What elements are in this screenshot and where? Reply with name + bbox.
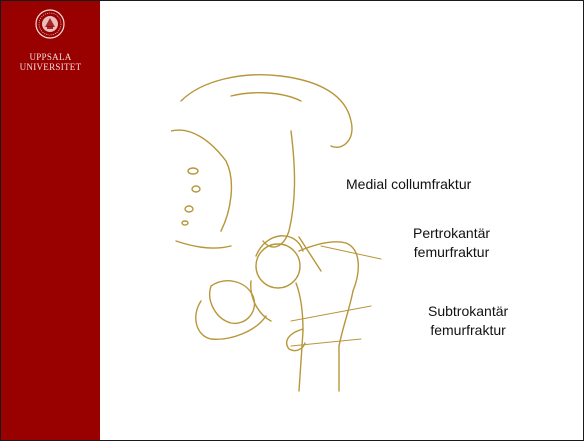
label-pertrokantar-line2: femurfraktur	[413, 243, 490, 262]
hip-joint-drawing	[171, 71, 391, 396]
label-medial-collumfraktur: Medial collumfraktur	[346, 175, 471, 194]
university-name: UPPSALA UNIVERSITET	[1, 52, 100, 72]
label-subtrokantar-line1: Subtrokantär	[428, 302, 508, 321]
label-subtrokantar-femurfraktur: Subtrokantär femurfraktur	[428, 302, 508, 340]
label-pertrokantar-femurfraktur: Pertrokantär femurfraktur	[413, 224, 490, 262]
university-seal-icon	[35, 9, 65, 39]
label-subtrokantar-line2: femurfraktur	[428, 321, 508, 340]
sidebar: UPPSALA UNIVERSITET	[1, 1, 100, 440]
university-line1: UPPSALA	[1, 52, 100, 62]
university-line2: UNIVERSITET	[1, 62, 100, 72]
label-pertrokantar-line1: Pertrokantär	[413, 224, 490, 243]
